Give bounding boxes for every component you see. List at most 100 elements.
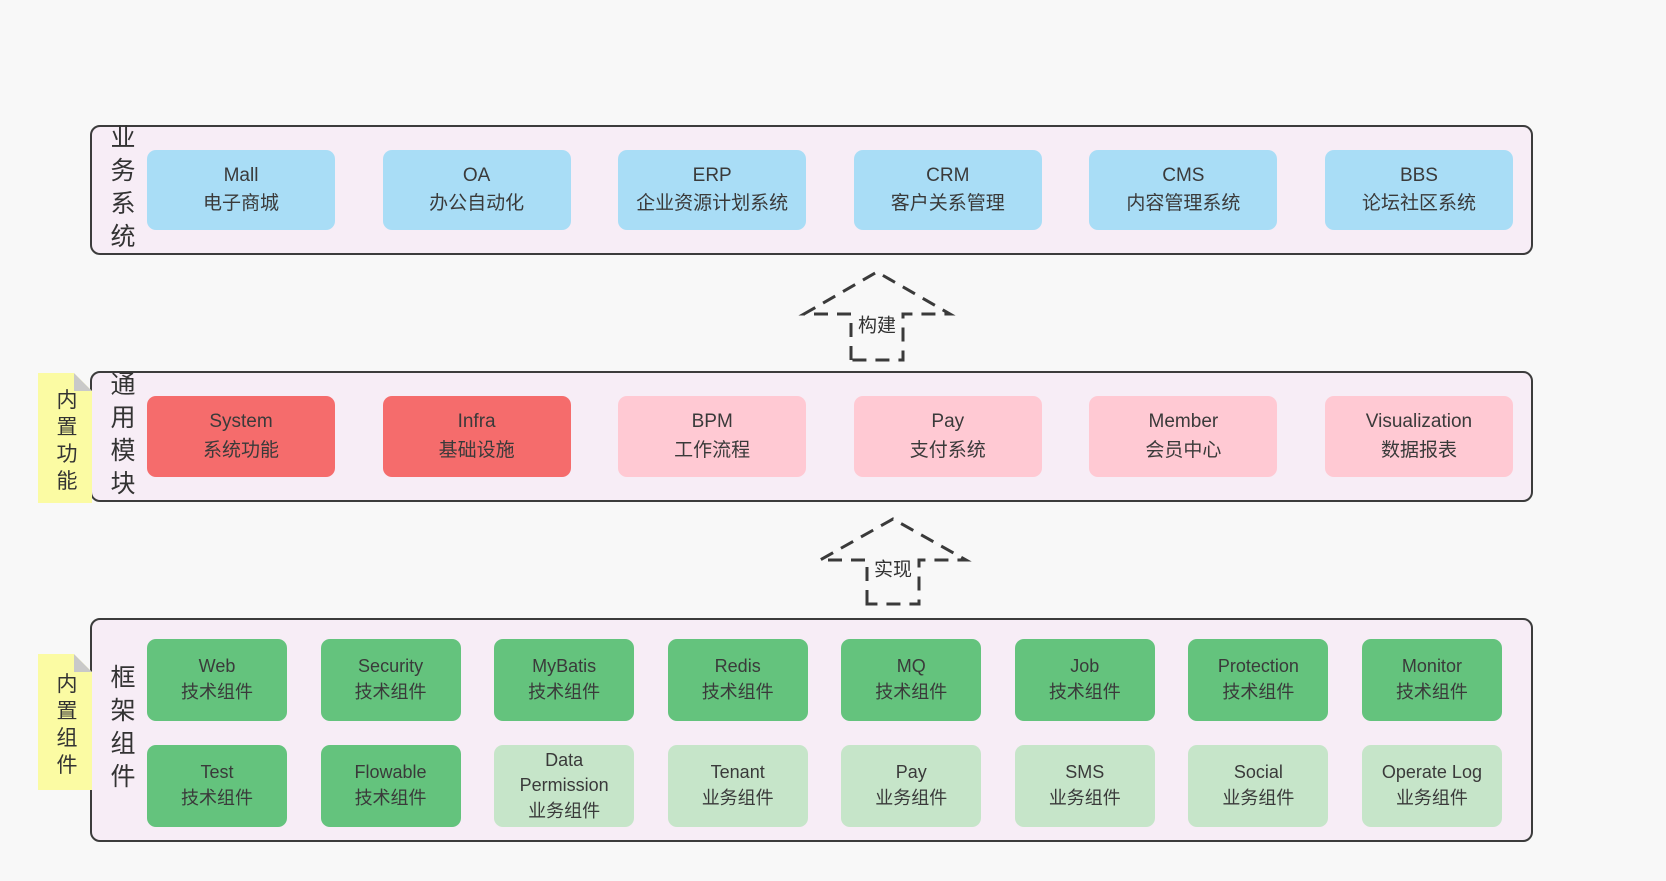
box-name: OA (462, 164, 491, 186)
framework-row-2: Test 技术组件 Flowable 技术组件 Data Permission … (147, 745, 1502, 827)
box-name: CRM (926, 164, 970, 186)
arrow-implement-label: 实现 (868, 553, 918, 583)
sticky-note-label: 内置组件 (54, 672, 77, 781)
component-box-data-permission: Data Permission 业务组件 (494, 745, 635, 827)
layer-framework-components: 框架组件 Web 技术组件 Security 技术组件 MyBatis 技术组件… (90, 618, 1533, 842)
sticky-note-built-in-components: 内置组件 (38, 654, 92, 790)
business-box-crm: CRM 客户关系管理 (853, 150, 1042, 230)
box-desc: 技术组件 (528, 682, 601, 702)
component-box-redis: Redis 技术组件 (667, 639, 808, 721)
box-name: Operate Log (1381, 762, 1482, 783)
box-name: Test (200, 762, 234, 783)
box-desc: 业务组件 (1395, 788, 1468, 808)
box-desc: 技术组件 (354, 788, 427, 808)
arrow-up-build (798, 270, 956, 362)
box-desc: 企业资源计划系统 (636, 193, 789, 214)
box-desc: 客户关系管理 (890, 193, 1005, 214)
box-desc: 支付系统 (909, 439, 986, 461)
component-box-monitor: Monitor 技术组件 (1361, 639, 1502, 721)
box-desc: 论坛社区系统 (1361, 193, 1476, 214)
box-desc: 数据报表 (1380, 439, 1457, 461)
box-name: Tenant (710, 762, 765, 783)
layer-label-modules: 通用模块 (107, 370, 135, 503)
box-name: Redis (714, 656, 761, 677)
component-box-test: Test 技术组件 (147, 745, 287, 827)
component-box-web: Web 技术组件 (147, 639, 287, 721)
business-box-oa: OA 办公自动化 (382, 150, 571, 230)
modules-row: System 系统功能 Infra 基础设施 BPM 工作流程 Pay 支付系统… (147, 396, 1513, 477)
business-row: Mall 电子商城 OA 办公自动化 ERP 企业资源计划系统 CRM 客户关系… (147, 150, 1513, 230)
module-box-visualization: Visualization 数据报表 (1324, 396, 1513, 477)
box-desc: 技术组件 (1395, 682, 1468, 702)
box-name: Data Permission (519, 749, 609, 796)
box-name: Monitor (1401, 656, 1462, 677)
module-box-bpm: BPM 工作流程 (618, 396, 807, 477)
component-box-social: Social 业务组件 (1188, 745, 1329, 827)
box-desc: 业务组件 (1048, 788, 1121, 808)
box-name: System (209, 411, 273, 432)
box-name: BBS (1399, 164, 1438, 186)
component-box-operate-log: Operate Log 业务组件 (1361, 745, 1502, 827)
module-box-pay: Pay 支付系统 (853, 396, 1042, 477)
box-desc: 内容管理系统 (1126, 193, 1241, 214)
component-box-mq: MQ 技术组件 (841, 639, 982, 721)
box-name: CMS (1162, 164, 1205, 186)
box-name: Job (1070, 656, 1100, 677)
box-desc: 技术组件 (354, 682, 427, 702)
business-box-cms: CMS 内容管理系统 (1089, 150, 1278, 230)
layer-label-framework: 框架组件 (107, 664, 135, 796)
box-desc: 工作流程 (674, 439, 751, 461)
box-name: BPM (691, 411, 733, 432)
component-box-tenant: Tenant 业务组件 (667, 745, 808, 827)
module-box-infra: Infra 基础设施 (382, 396, 571, 477)
box-name: Protection (1217, 656, 1299, 677)
box-desc: 业务组件 (875, 788, 948, 808)
component-box-mybatis: MyBatis 技术组件 (494, 639, 635, 721)
component-box-security: Security 技术组件 (320, 639, 461, 721)
box-desc: 系统功能 (202, 439, 279, 461)
box-name: Pay (895, 762, 927, 783)
arrow-up-implement (814, 517, 972, 606)
box-desc: 会员中心 (1145, 439, 1222, 461)
box-name: SMS (1065, 762, 1105, 783)
box-name: Security (358, 656, 424, 677)
component-box-sms: SMS 业务组件 (1014, 745, 1155, 827)
framework-row-1: Web 技术组件 Security 技术组件 MyBatis 技术组件 Redi… (147, 639, 1502, 721)
box-desc: 业务组件 (1222, 788, 1295, 808)
box-desc: 技术组件 (701, 682, 774, 702)
box-desc: 办公自动化 (429, 193, 525, 214)
box-desc: 技术组件 (1048, 682, 1121, 702)
sticky-note-built-in-features: 内置功能 (38, 373, 92, 503)
layer-label-business: 业务系统 (107, 124, 135, 256)
box-name: Social (1233, 762, 1283, 783)
box-desc: 业务组件 (701, 788, 774, 808)
box-name: Member (1148, 411, 1219, 432)
box-name: Web (198, 656, 236, 677)
box-name: MyBatis (532, 656, 597, 677)
box-desc: 技术组件 (875, 682, 948, 702)
box-desc: 基础设施 (438, 439, 515, 461)
box-name: Infra (457, 411, 496, 432)
box-name: Visualization (1365, 411, 1473, 432)
component-box-protection: Protection 技术组件 (1188, 639, 1329, 721)
layer-common-modules: 通用模块 System 系统功能 Infra 基础设施 BPM 工作流程 Pay… (90, 370, 1533, 503)
business-box-mall: Mall 电子商城 (147, 150, 335, 230)
business-box-erp: ERP 企业资源计划系统 (618, 150, 807, 230)
box-desc: 技术组件 (181, 682, 253, 702)
component-box-pay: Pay 业务组件 (841, 745, 982, 827)
arrow-build-label: 构建 (852, 309, 902, 339)
box-name: ERP (692, 164, 732, 186)
box-name: Pay (931, 411, 965, 432)
box-desc: 业务组件 (528, 800, 601, 821)
box-desc: 技术组件 (181, 788, 253, 808)
layer-business-systems: 业务系统 Mall 电子商城 OA 办公自动化 ERP 企业资源计划系统 CRM… (90, 124, 1533, 256)
module-box-member: Member 会员中心 (1089, 396, 1278, 477)
box-name: Mall (223, 164, 259, 186)
box-desc: 技术组件 (1222, 682, 1295, 702)
module-box-system: System 系统功能 (147, 396, 335, 477)
box-name: MQ (896, 656, 926, 677)
sticky-note-label: 内置功能 (54, 388, 77, 497)
box-name: Flowable (354, 762, 427, 783)
component-box-flowable: Flowable 技术组件 (320, 745, 461, 827)
